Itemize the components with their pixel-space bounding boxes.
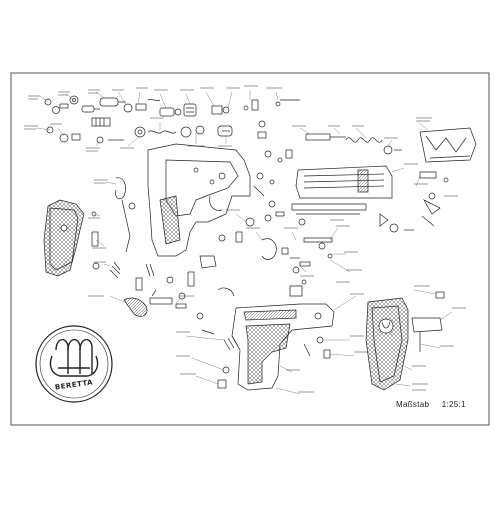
parts-drawing [24,85,477,395]
grip-panel-right [365,291,445,391]
grip-panel-left [43,199,100,277]
callout-lines [35,90,453,395]
scale-annotation: Maßstab 1:25:1 [396,400,466,409]
beretta-logo-icon [35,325,113,403]
slide-part [291,133,449,233]
scale-label: Maßstab [396,400,430,409]
rear-sight-part [419,127,477,227]
callout-labels [24,85,466,393]
lower-receiver-part [175,279,335,391]
frame-part [147,143,251,257]
scale-value: 1:25:1 [441,400,466,409]
part-cluster-top-left [44,95,300,144]
